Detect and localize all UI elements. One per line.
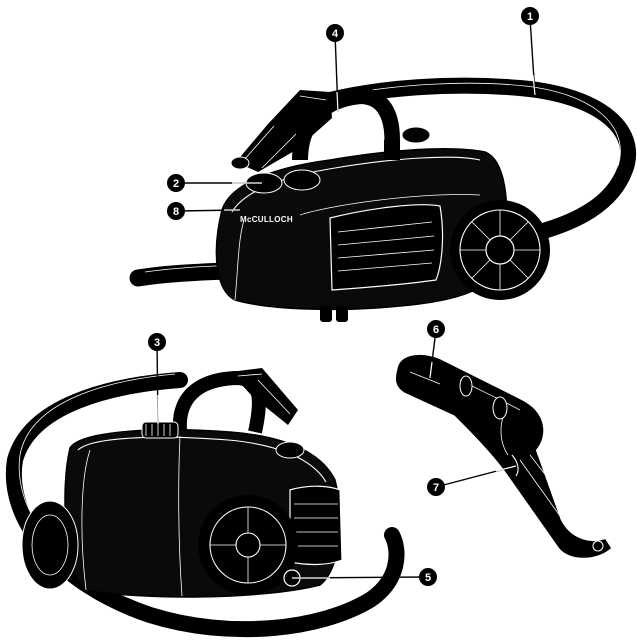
callout-1-label: 1: [527, 11, 533, 23]
callout-5-label: 5: [425, 572, 431, 584]
callout-7-marker: [427, 478, 445, 496]
callout-3-label: 3: [154, 337, 160, 349]
rear-carry-handle: [172, 370, 266, 434]
steam-gun-body: [395, 354, 611, 558]
callout-3-marker: [148, 333, 166, 351]
steam-gun-holder: [230, 90, 332, 172]
svg-text:McCULLOCH: McCULLOCH: [240, 215, 293, 224]
callout-8-label: 8: [173, 206, 179, 218]
front-vent-grille: [329, 204, 444, 291]
callout-2-marker: [167, 174, 185, 192]
callout-8-marker: [167, 202, 185, 220]
brand-logo: McCULLOCH: [240, 215, 293, 224]
steam-gun-illustration: [395, 354, 611, 558]
callout-1-marker: [521, 7, 539, 25]
callout-2-label: 2: [173, 178, 179, 190]
callout-6-label: 6: [433, 324, 439, 336]
callout-markers: 1 2 3 4 5 6 7 8: [148, 7, 539, 586]
callout-7-label: 7: [433, 482, 439, 494]
callout-4-label: 4: [332, 28, 339, 40]
callout-5-marker: [419, 568, 437, 586]
callout-4-marker: [326, 24, 344, 42]
rear-wheel-back: [21, 500, 79, 590]
safety-cap: [141, 421, 179, 439]
front-view-illustration: McCULLOCH: [129, 77, 637, 322]
rear-vent-grille: [289, 485, 343, 566]
rear-steam-gun-holder: [230, 368, 298, 425]
callout-6-marker: [427, 320, 445, 338]
steam-control-knobs: [245, 126, 431, 194]
rear-view-illustration: [5, 368, 405, 638]
front-wheel: [450, 200, 550, 300]
rear-wheel-front: [198, 495, 298, 595]
steam-hose: [322, 77, 637, 240]
rear-steam-hose: [5, 372, 405, 638]
